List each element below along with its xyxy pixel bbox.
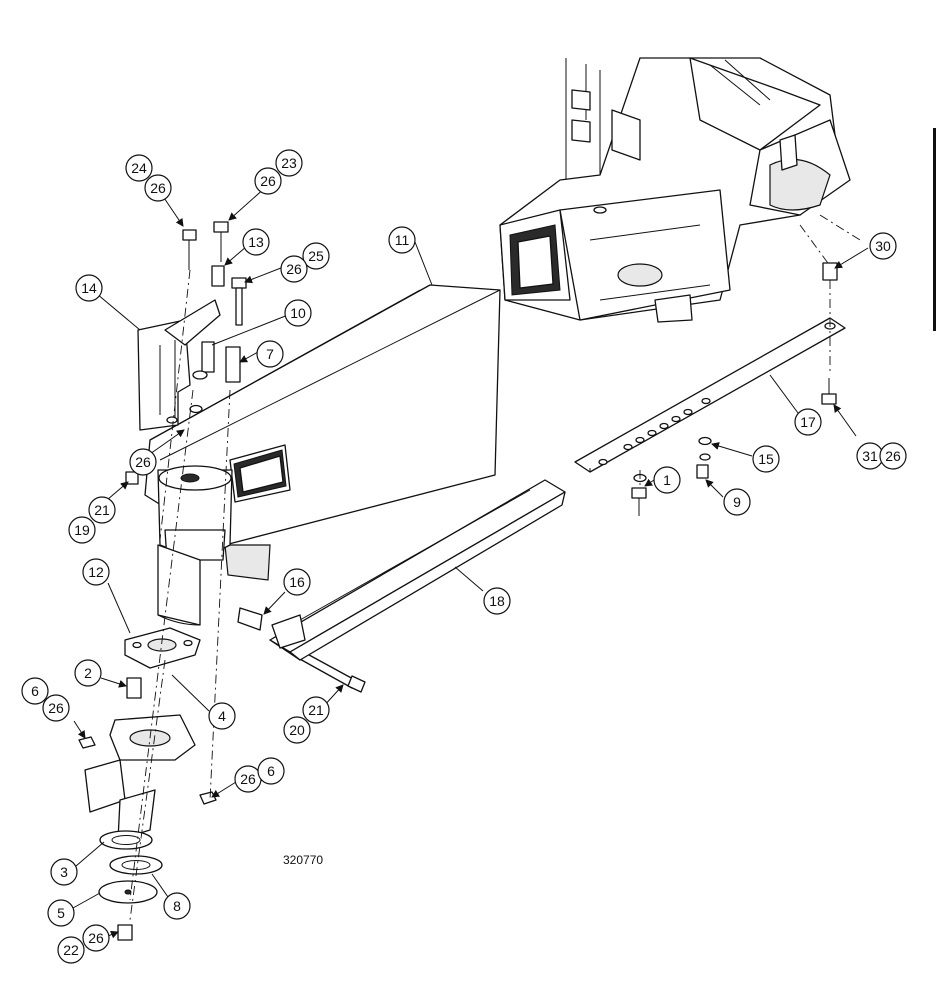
svg-text:2: 2 bbox=[84, 665, 92, 681]
callout-31: 31 bbox=[856, 442, 884, 470]
svg-text:12: 12 bbox=[88, 564, 104, 580]
callout-26: 26 bbox=[129, 448, 157, 476]
callout-4: 4 bbox=[208, 702, 236, 730]
callout-18: 18 bbox=[483, 587, 511, 615]
callout-26: 26 bbox=[879, 442, 907, 470]
callout-17: 17 bbox=[794, 408, 822, 436]
svg-text:26: 26 bbox=[48, 700, 64, 716]
callout-1: 1 bbox=[653, 466, 681, 494]
svg-text:16: 16 bbox=[289, 574, 305, 590]
svg-text:21: 21 bbox=[94, 502, 110, 518]
svg-text:5: 5 bbox=[57, 905, 65, 921]
callout-7: 7 bbox=[256, 340, 284, 368]
callout-21: 21 bbox=[88, 496, 116, 524]
svg-text:26: 26 bbox=[135, 454, 151, 470]
svg-text:6: 6 bbox=[267, 763, 275, 779]
callout-3: 3 bbox=[50, 858, 78, 886]
svg-text:26: 26 bbox=[88, 930, 104, 946]
svg-text:30: 30 bbox=[875, 238, 891, 254]
callout-30: 30 bbox=[869, 232, 897, 260]
svg-text:7: 7 bbox=[266, 346, 274, 362]
callout-6: 6 bbox=[257, 757, 285, 785]
svg-text:26: 26 bbox=[260, 173, 276, 189]
callout-labels: 24 26 26 23 13 25 26 14 10 7 11 26 21 19… bbox=[21, 149, 907, 964]
svg-text:6: 6 bbox=[31, 683, 39, 699]
svg-text:26: 26 bbox=[150, 180, 166, 196]
svg-text:18: 18 bbox=[489, 593, 505, 609]
bushing-parts bbox=[126, 262, 838, 699]
callout-2: 2 bbox=[74, 659, 102, 687]
svg-text:26: 26 bbox=[286, 261, 302, 277]
svg-text:22: 22 bbox=[63, 942, 79, 958]
svg-text:20: 20 bbox=[289, 722, 305, 738]
callout-26: 26 bbox=[280, 255, 308, 283]
callout-22: 22 bbox=[57, 936, 85, 964]
svg-text:24: 24 bbox=[131, 160, 147, 176]
svg-text:15: 15 bbox=[758, 451, 774, 467]
part-18-channel bbox=[269, 479, 566, 661]
svg-text:19: 19 bbox=[74, 522, 90, 538]
page-edge-bar bbox=[933, 128, 936, 331]
callout-26: 26 bbox=[144, 174, 172, 202]
svg-text:23: 23 bbox=[281, 155, 297, 171]
callout-6: 6 bbox=[21, 677, 49, 705]
callout-26: 26 bbox=[82, 924, 110, 952]
svg-text:13: 13 bbox=[248, 234, 264, 250]
callout-26: 26 bbox=[254, 167, 282, 195]
svg-text:14: 14 bbox=[81, 280, 97, 296]
swivel-post bbox=[157, 465, 233, 626]
svg-text:1: 1 bbox=[663, 472, 671, 488]
svg-text:26: 26 bbox=[885, 448, 901, 464]
callout-11: 11 bbox=[388, 226, 416, 254]
svg-text:10: 10 bbox=[290, 305, 306, 321]
callout-25: 25 bbox=[302, 242, 330, 270]
callout-23: 23 bbox=[275, 149, 303, 177]
callout-10: 10 bbox=[284, 299, 312, 327]
callout-8: 8 bbox=[163, 892, 191, 920]
callout-21: 21 bbox=[302, 696, 330, 724]
svg-text:11: 11 bbox=[395, 232, 410, 248]
svg-text:17: 17 bbox=[800, 414, 816, 430]
assembly-center-lines bbox=[129, 269, 831, 921]
callout-12: 12 bbox=[82, 558, 110, 586]
svg-text:31: 31 bbox=[862, 448, 878, 464]
callout-20: 20 bbox=[283, 716, 311, 744]
svg-text:8: 8 bbox=[173, 898, 181, 914]
callout-5: 5 bbox=[47, 899, 75, 927]
svg-text:25: 25 bbox=[308, 248, 324, 264]
svg-text:9: 9 bbox=[733, 494, 741, 510]
callout-24: 24 bbox=[125, 154, 153, 182]
tractor-frame bbox=[499, 57, 861, 323]
callout-9: 9 bbox=[723, 488, 751, 516]
svg-text:21: 21 bbox=[308, 702, 324, 718]
callout-26: 26 bbox=[234, 765, 262, 793]
bolts bbox=[117, 221, 837, 941]
callout-26: 26 bbox=[42, 694, 70, 722]
callout-13: 13 bbox=[242, 228, 270, 256]
svg-text:4: 4 bbox=[218, 708, 226, 724]
callout-16: 16 bbox=[283, 568, 311, 596]
part-11-tongue-tube bbox=[144, 284, 501, 581]
callout-15: 15 bbox=[752, 445, 780, 473]
svg-text:26: 26 bbox=[240, 771, 256, 787]
callout-19: 19 bbox=[68, 516, 96, 544]
drawing-number: 320770 bbox=[283, 853, 323, 867]
callout-14: 14 bbox=[75, 274, 103, 302]
part-17-adjustment-bar bbox=[574, 317, 846, 473]
svg-text:3: 3 bbox=[60, 864, 68, 880]
lower-hub-assembly bbox=[84, 627, 201, 904]
